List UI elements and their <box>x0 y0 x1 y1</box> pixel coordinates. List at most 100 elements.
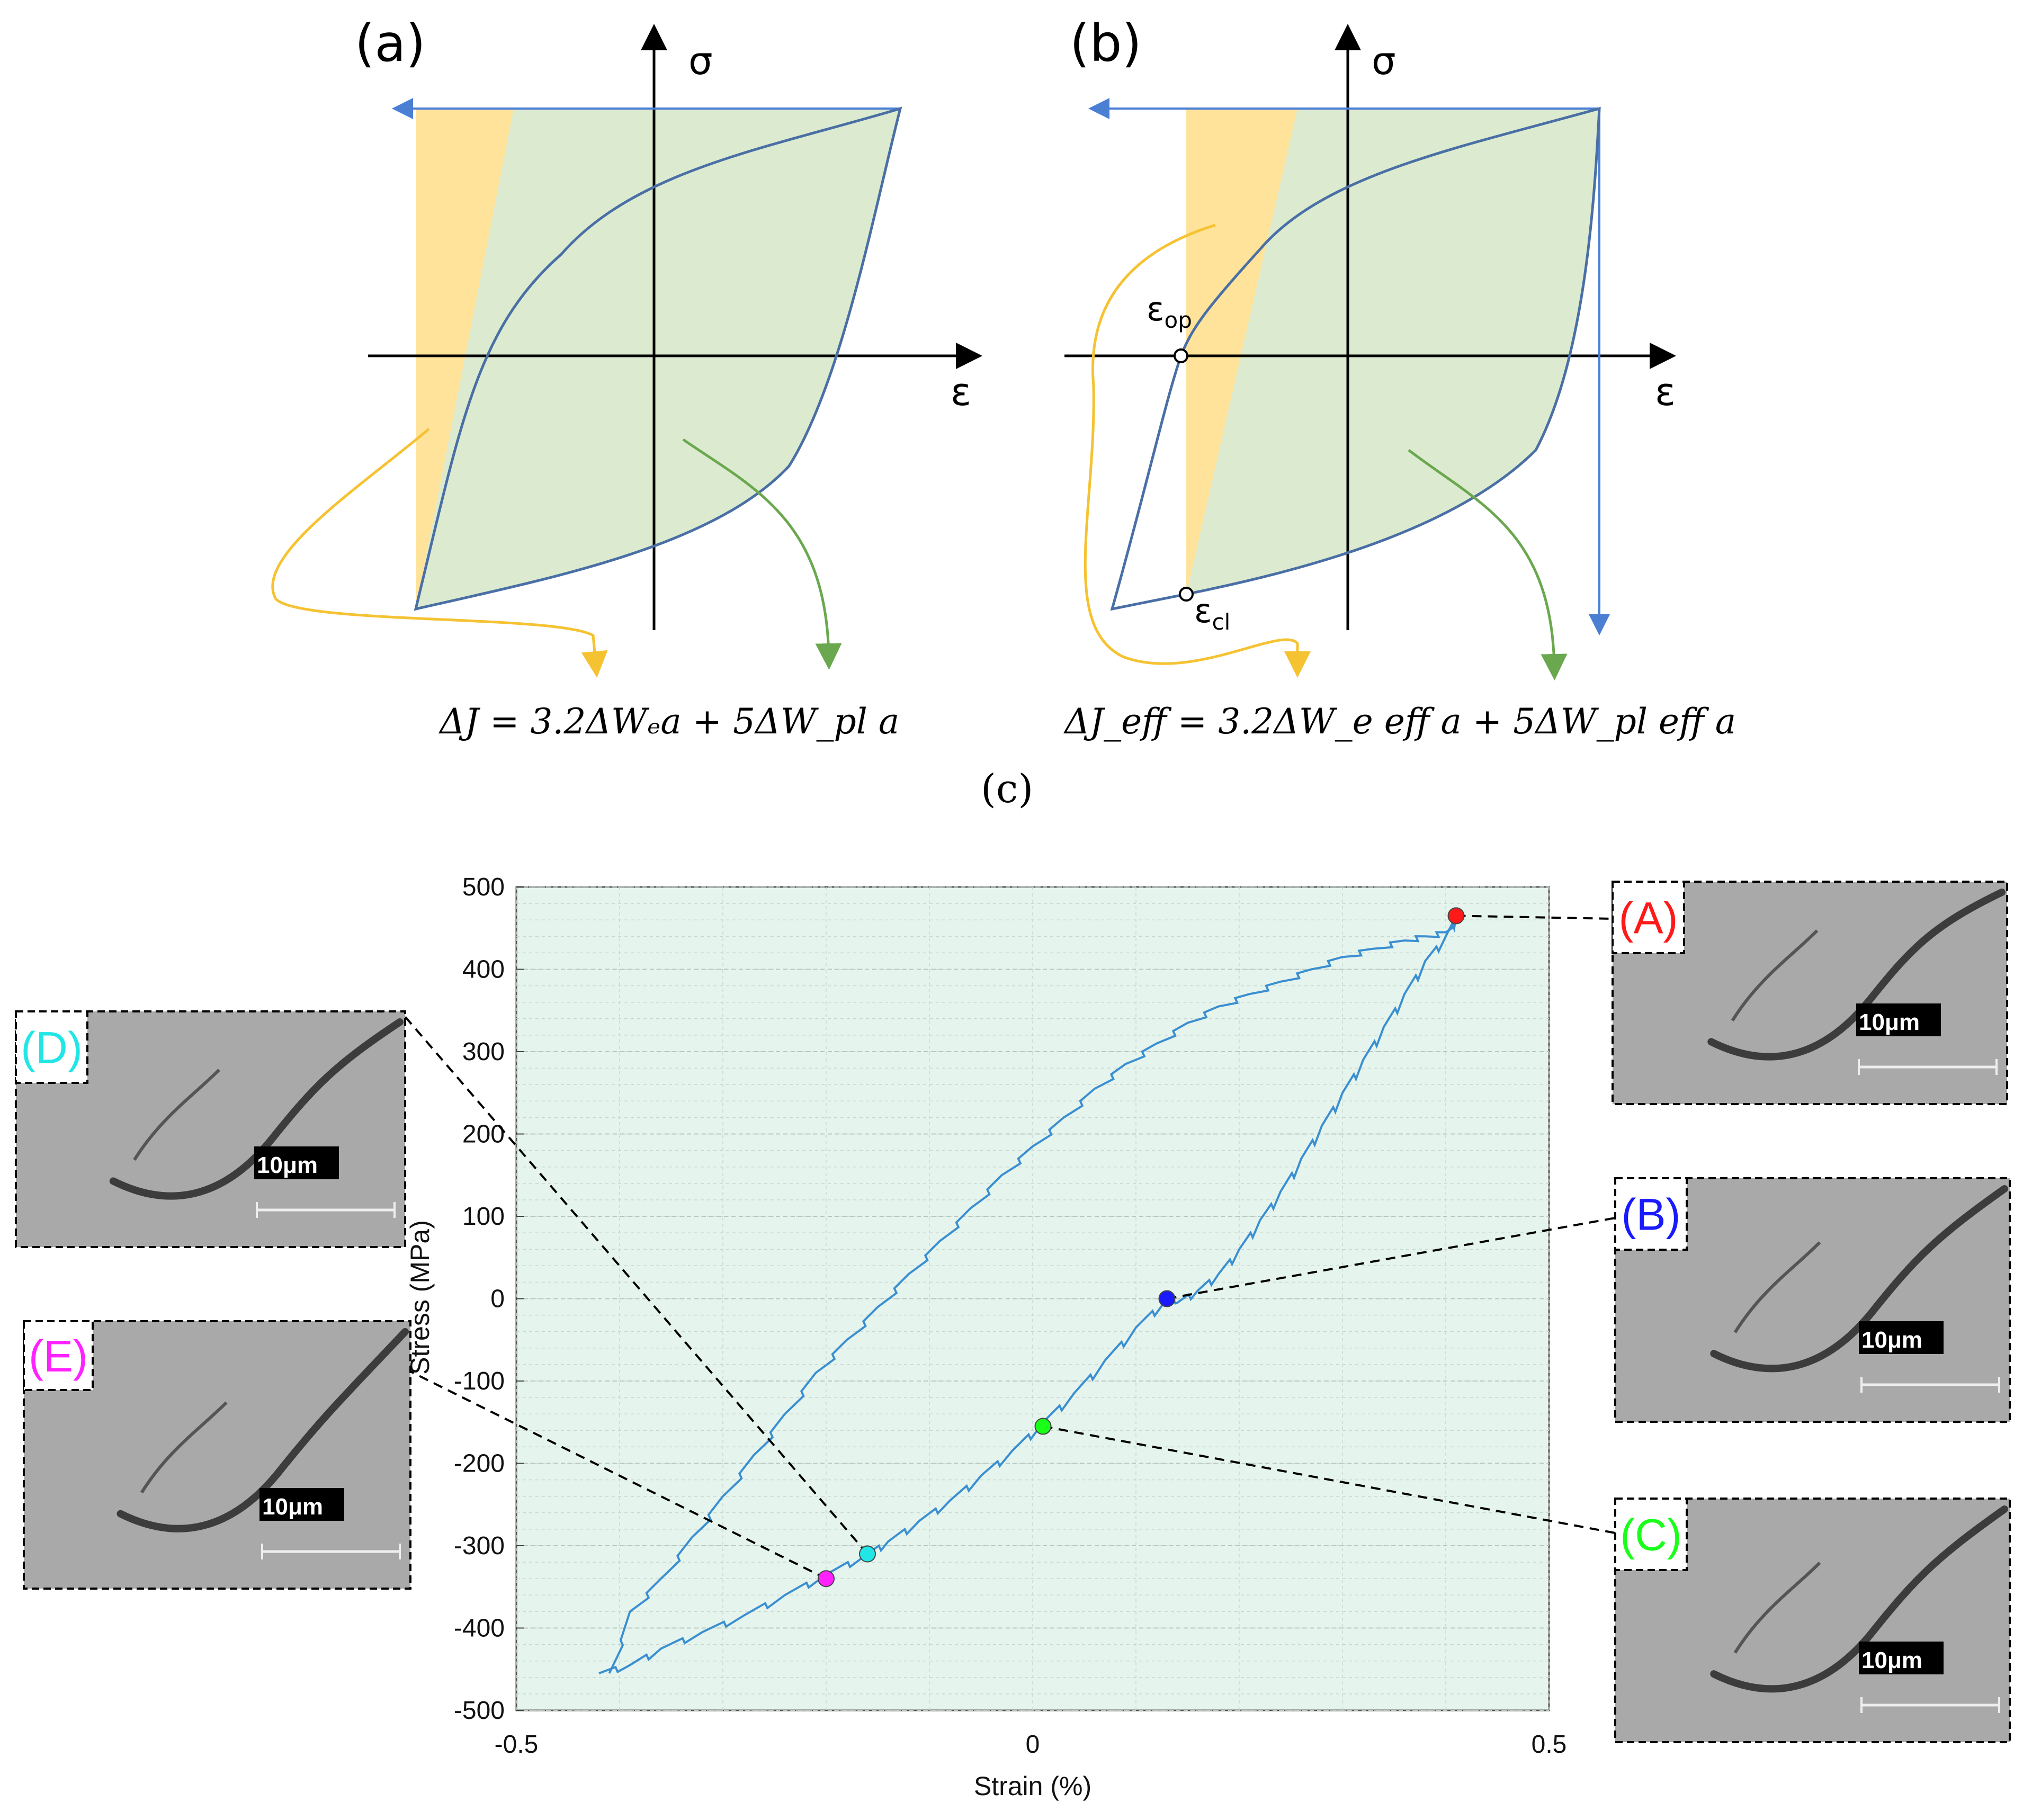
x-tick-labels: -0.5 0 0.5 <box>495 1731 1567 1759</box>
crack-branch <box>133 1069 220 1161</box>
sem-frame <box>1614 1177 2011 1423</box>
x-tick-label: -0.5 <box>495 1731 539 1759</box>
y-tick-label: 100 <box>462 1203 505 1231</box>
crack-shape <box>1710 1505 2008 1693</box>
sem-tag-label: (D) <box>21 1023 83 1073</box>
panel-b-plastic-area <box>1186 109 1599 594</box>
panel-a-eps-label: ε <box>951 370 971 414</box>
panel-a-elastic-arrow <box>271 428 608 678</box>
panel-b-sigma-label: σ <box>1372 39 1396 83</box>
crack-branch <box>140 1401 228 1494</box>
sem-frame <box>23 1320 411 1590</box>
sem-image-4: 10μm (D) <box>15 1010 406 1248</box>
scale-label-bg <box>259 1488 344 1521</box>
series-line-2 <box>598 916 1457 1674</box>
panel-b-eps-cl-label: εcl <box>1194 591 1230 635</box>
callout-line <box>1167 1217 1616 1300</box>
sem-tag-box <box>23 1320 94 1391</box>
callout-line <box>404 1016 869 1555</box>
callout-line <box>410 1370 827 1580</box>
panel-b-loop <box>1110 106 1601 611</box>
panel-a-formula: ΔJ = 3.2ΔWₑa + 5ΔW_pl a <box>438 701 899 742</box>
grid <box>516 886 1550 1711</box>
sem-tag-label: (A) <box>1619 893 1678 943</box>
sem-tag-box <box>1614 1498 1688 1571</box>
y-tick-label: 200 <box>462 1120 505 1149</box>
sem-frame <box>15 1010 406 1248</box>
y-tick-label: -500 <box>454 1697 505 1725</box>
crack-shape <box>109 1018 404 1200</box>
sem-tag-label: (B) <box>1622 1190 1681 1240</box>
panel-b-eps-op-marker <box>1174 348 1188 363</box>
panel-b-label: (b) <box>1070 14 1142 73</box>
crack-shape <box>1707 889 2006 1061</box>
callout-lines <box>404 915 1616 1580</box>
crack-branch <box>1731 929 1819 1021</box>
scale-label-bg <box>254 1146 339 1179</box>
sem-tag-box <box>1614 1177 1688 1251</box>
panel-a-plastic-arrow <box>682 438 842 670</box>
scale-label: 10μm <box>1861 1327 1922 1353</box>
crack-branch <box>1733 1562 1821 1654</box>
stress-strain-chart: 500 400 300 200 100 0 -100 -200 -300 -400 -500 -0.… <box>404 873 1616 1801</box>
panel-b-eps-label: ε <box>1655 370 1676 414</box>
panel-a-plastic-area <box>416 109 900 609</box>
y-tick-labels: 500 400 300 200 100 0 -100 -200 -300 -400 -500 <box>454 873 524 1725</box>
y-tick-label: 300 <box>462 1038 505 1066</box>
y-tick-label: -300 <box>454 1532 505 1560</box>
y-tick-label: 0 <box>490 1285 505 1313</box>
sem-image-2: 10μm (B) <box>1614 1177 2011 1423</box>
scale-label: 10μm <box>1861 1647 1922 1673</box>
y-tick-label: -400 <box>454 1615 505 1643</box>
y-tick-label: -100 <box>454 1367 505 1395</box>
sem-tag-label: (C) <box>1620 1510 1682 1560</box>
sem-tag-box <box>1612 881 1685 954</box>
panel-b-formula: ΔJ_eff = 3.2ΔW_e eff a + 5ΔW_pl eff a <box>1063 701 1736 742</box>
panel-b-eps-cl-marker <box>1179 587 1194 602</box>
callout-line <box>1456 915 1613 920</box>
sem-image-1: 10μm (A) <box>1612 881 2008 1105</box>
x-axis-title: Strain (%) <box>974 1771 1091 1801</box>
x-tick-label: 0 <box>1026 1731 1040 1759</box>
panel-a-sigma-label: σ <box>688 39 713 83</box>
scale-label: 10μm <box>1859 1009 1920 1035</box>
panel-b-elastic-arrow <box>1084 223 1311 678</box>
y-tick-label: 400 <box>462 956 505 984</box>
panel-b: (b) σ ε εop εcl ΔJ_eff = 3.2ΔW_e eff a +… <box>1063 14 1736 742</box>
crack-shape <box>117 1328 409 1532</box>
y-tick-label: -200 <box>454 1450 505 1478</box>
marker-point <box>859 1545 876 1563</box>
crack-branch <box>1733 1241 1821 1333</box>
marker-point <box>818 1570 835 1588</box>
scale-label-bg <box>1859 1321 1944 1354</box>
panel-a: (a) σ ε ΔJ = 3.2ΔWₑa + 5ΔW_pl a <box>271 14 982 742</box>
marker-point <box>1034 1418 1052 1435</box>
panel-a-label: (a) <box>355 14 426 73</box>
panel-b-eps-op-label: εop <box>1147 290 1192 333</box>
scale-label-bg <box>1859 1642 1944 1674</box>
x-tick-label: 0.5 <box>1532 1731 1567 1759</box>
series-line-1 <box>608 915 1457 1674</box>
scale-label: 10μm <box>262 1494 323 1520</box>
scale-label: 10μm <box>257 1152 318 1178</box>
sem-images: 10μm (A) 10μm (B) 10μm (C) 10μm (D) 10μm (E) <box>15 881 2011 1743</box>
sem-tag-label: (E) <box>29 1331 88 1381</box>
marker-point <box>1158 1290 1176 1307</box>
panel-a-elastic-area <box>416 109 514 609</box>
marker-point <box>1447 907 1465 925</box>
sem-image-5: 10μm (E) <box>23 1320 411 1590</box>
crack-shape <box>1710 1185 2008 1373</box>
panel-b-elastic-area <box>1186 109 1297 594</box>
sem-image-3: 10μm (C) <box>1614 1498 2011 1743</box>
sem-tag-box <box>15 1010 88 1084</box>
series-lines <box>598 915 1457 1674</box>
panel-c-label: (c) <box>981 766 1033 812</box>
callout-line <box>1043 1425 1616 1534</box>
y-tick-label: 500 <box>462 873 505 901</box>
panel-b-plastic-arrow <box>1408 449 1568 680</box>
sem-frame <box>1614 1498 2011 1743</box>
state-markers <box>818 907 1465 1588</box>
panel-a-loop <box>414 106 902 611</box>
sem-frame <box>1612 881 2008 1105</box>
